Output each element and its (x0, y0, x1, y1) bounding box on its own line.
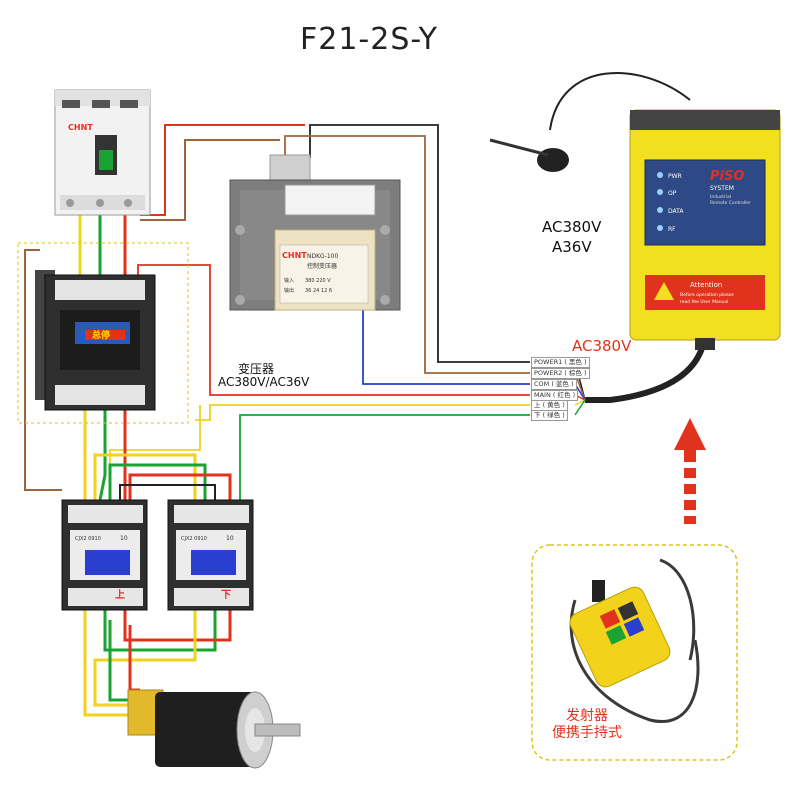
led-rf-label: RF (668, 226, 676, 233)
transformer-row2a: 输出 (284, 287, 294, 294)
transformer-voltage: AC380V/AC36V (218, 375, 310, 389)
contactor-down (167, 499, 254, 611)
transformer-model: NDKG-100 (307, 253, 338, 260)
led-op (657, 189, 663, 195)
led-data (657, 207, 663, 213)
transformer-row1a: 输入 (284, 277, 294, 284)
receiver-warning-text2: read the User Manual (680, 299, 728, 305)
led-rf (657, 225, 663, 231)
contactor-down-num: 10 (226, 535, 234, 542)
receiver-system: SYSTEM (710, 185, 734, 192)
contactor-up (61, 499, 148, 611)
receiver-warning-title: Attention (690, 281, 722, 289)
diagram-title: F21-2S-Y (300, 22, 438, 57)
terminal-power2: POWER2 ( 棕色 ) (531, 368, 590, 379)
contactor-up-num: 10 (120, 535, 128, 542)
transmitter-frame (531, 544, 738, 761)
receiver-cable (585, 344, 706, 403)
transmitter-label1: 发射器 (566, 708, 608, 724)
transformer-row2b: 36 24 12 6 (305, 288, 332, 294)
transformer-model-cn: 控制变压器 (307, 262, 337, 270)
up-arrow (674, 418, 706, 524)
terminal-com: COM ( 蓝色 ) (531, 379, 577, 390)
transformer-row1b: 380 220 V (305, 278, 331, 284)
receiver-warning-text1: Before operation please (680, 292, 734, 298)
circuit-breaker (54, 89, 151, 216)
receiver-leds: PWR OP DATA RF (657, 172, 684, 233)
receiver-sub2: Remote Controller (710, 200, 751, 206)
led-op-label: OP (668, 190, 677, 197)
motor (127, 689, 301, 769)
led-pwr-label: PWR (668, 173, 682, 180)
transmitter-label2: 便携手持式 (552, 725, 622, 741)
receiver-voltage-line2: A36V (552, 238, 592, 256)
terminal-down: 下 ( 绿色 ) (531, 410, 568, 421)
led-pwr (657, 172, 663, 178)
led-data-label: DATA (668, 208, 684, 215)
wires (24, 124, 706, 717)
transformer (229, 154, 401, 311)
receiver-voltage-line1: AC380V (542, 218, 602, 236)
receiver (629, 109, 781, 350)
transformer-label: 变压器 (238, 362, 275, 376)
terminal-power1: POWER1 ( 黑色 ) (531, 357, 590, 368)
main-group-frame (17, 242, 189, 424)
receiver-input-voltage: AC380V (572, 337, 632, 355)
antenna (489, 72, 691, 172)
receiver-sub1: Industrial (710, 194, 731, 200)
contactor-up-model: CJX2 0910 (75, 536, 101, 542)
contactor-down-label: 下 (221, 589, 231, 601)
contactor-down-model: CJX2 0910 (181, 536, 207, 542)
main-contactor-label: 总停 (92, 329, 110, 341)
main-contactor (35, 270, 156, 411)
transmitter (569, 558, 700, 723)
receiver-brand: PiSO (710, 169, 744, 184)
transformer-brand: CHNT (282, 251, 307, 260)
breaker-brand: CHNT (68, 123, 93, 132)
contactor-up-label: 上 (115, 588, 125, 601)
